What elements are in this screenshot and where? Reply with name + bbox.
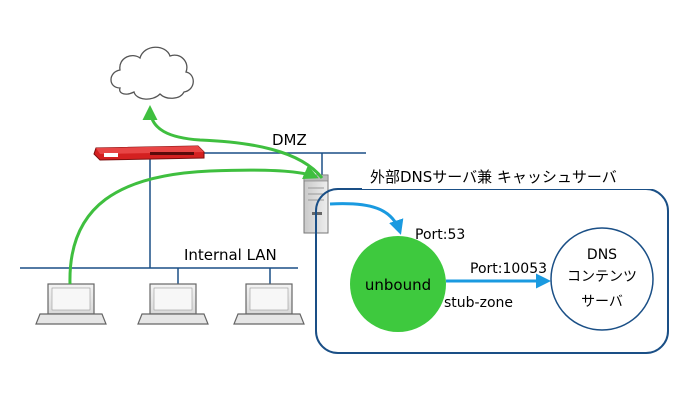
laptop-icon — [35, 283, 107, 325]
dns-content-line2: コンテンツ — [567, 269, 637, 285]
green-flow-laptop-to-server — [68, 165, 319, 285]
laptop-icon — [233, 283, 305, 325]
cloud-icon — [110, 46, 194, 100]
firewall-icon — [93, 145, 205, 161]
green-flow-server-to-cloud — [142, 105, 324, 179]
dns-server-box-title: 外部DNSサーバ兼 キャッシュサーバ — [370, 168, 617, 186]
dns-content-line3: サーバ — [581, 294, 623, 310]
unbound-node — [350, 236, 446, 332]
port-53-label: Port:53 — [415, 227, 465, 243]
laptop-icon — [137, 283, 209, 325]
internal-lan-label: Internal LAN — [184, 246, 277, 264]
dmz-label: DMZ — [272, 131, 307, 149]
dns-content-server-node — [550, 227, 654, 331]
unbound-label: unbound — [365, 276, 431, 294]
dns-content-line1: DNS — [587, 247, 617, 263]
stub-zone-label: stub-zone — [444, 295, 513, 311]
port-10053-label: Port:10053 — [470, 261, 547, 277]
blue-arrow-server-to-unbound — [329, 202, 404, 235]
